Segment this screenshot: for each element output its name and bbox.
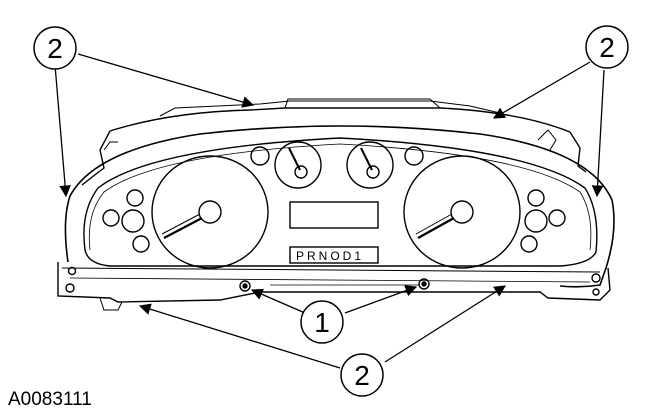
figure-id: A0083111 xyxy=(8,389,92,410)
callout-bottom: 2 xyxy=(340,353,384,397)
svg-text:2: 2 xyxy=(47,33,63,64)
tachometer-dial xyxy=(403,155,521,269)
screw-left xyxy=(239,280,251,292)
mounting-screws xyxy=(239,278,430,292)
speedometer-needle xyxy=(163,217,203,239)
cluster-lens xyxy=(83,137,598,267)
cluster-outer-bezel xyxy=(64,125,615,288)
tachometer-needle xyxy=(417,217,455,239)
svg-text:2: 2 xyxy=(354,360,370,391)
svg-text:2: 2 xyxy=(599,32,615,63)
callout-screw: 1 xyxy=(300,300,344,344)
cluster-bottom-frame xyxy=(57,262,611,303)
temperature-gauge xyxy=(346,141,394,189)
cluster-housing-top xyxy=(109,107,571,133)
callout-top-left: 2 xyxy=(33,26,77,70)
screw-right xyxy=(418,278,430,290)
right-mount-tab xyxy=(569,131,587,173)
speedometer-dial xyxy=(151,155,269,269)
callout-top-right: 2 xyxy=(585,25,629,69)
svg-text:1: 1 xyxy=(314,307,330,338)
left-mount-tab xyxy=(81,130,111,186)
gear-indicator-text: PRNOD1 xyxy=(296,249,364,263)
gear-indicator-box xyxy=(289,246,379,264)
fuel-gauge xyxy=(274,141,322,189)
message-display xyxy=(289,201,379,229)
instrument-cluster xyxy=(57,98,615,311)
leader-lines xyxy=(54,53,605,369)
